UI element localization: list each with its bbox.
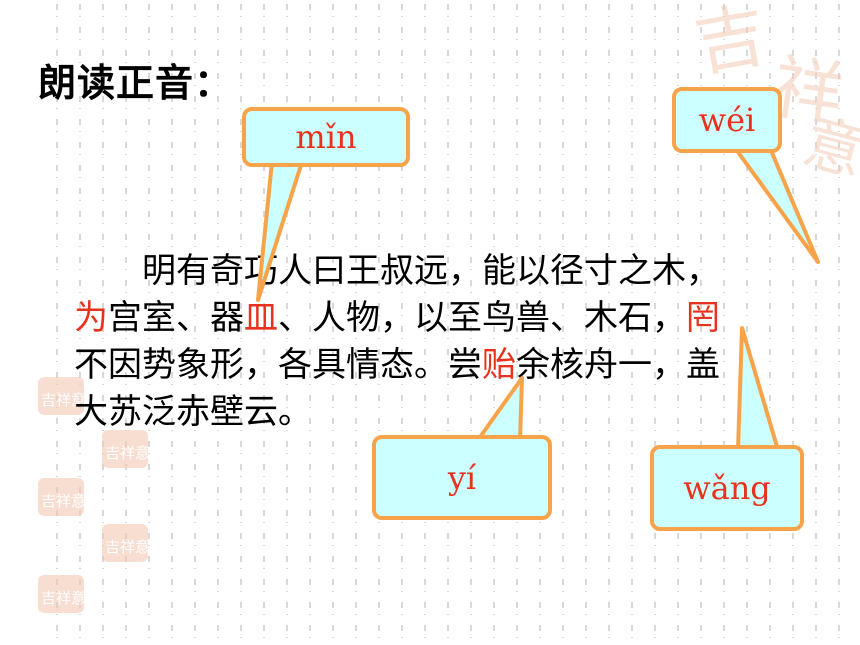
svg-text:吉祥意: 吉祥意: [41, 492, 86, 510]
highlight-char-min: 皿: [244, 298, 278, 338]
passage-line-3: 不因势象形，各具情态。尝贻余核舟一，盖: [74, 342, 814, 389]
passage-text-segment: 、人物，以至鸟兽、木石，: [278, 298, 686, 338]
passage-line-4: 大苏泛赤壁云。: [74, 389, 814, 436]
svg-text:吉祥意: 吉祥意: [41, 391, 86, 409]
passage-line-1: 明有奇巧人曰王叔远，能以径寸之木，: [74, 248, 814, 295]
highlight-char-wei: 为: [74, 298, 108, 338]
pinyin-min: mǐn: [295, 118, 357, 156]
page-title: 朗读正音：: [38, 61, 234, 105]
highlight-char-yi: 贻: [482, 345, 516, 385]
pinyin-callout-min: mǐn: [242, 107, 410, 167]
pinyin-wei: wéi: [698, 101, 756, 139]
passage-text-segment: 宫室、器: [108, 298, 244, 338]
pinyin-callout-wang: wǎng: [650, 445, 804, 531]
highlight-char-wang: 罔: [686, 298, 720, 338]
svg-text:吉祥意: 吉祥意: [105, 538, 150, 556]
passage-line-2: 为宫室、器皿、人物，以至鸟兽、木石，罔: [74, 295, 814, 342]
svg-text:吉祥意: 吉祥意: [41, 589, 86, 607]
passage-text-segment: 余核舟一，盖: [516, 345, 720, 385]
passage-text-segment: 大苏泛赤壁云。: [74, 392, 312, 432]
seal-stamps-left: 吉祥意 吉祥意 吉祥意 吉祥意 吉祥意: [38, 377, 150, 613]
passage-text: 明有奇巧人曰王叔远，能以径寸之木， 为宫室、器皿、人物，以至鸟兽、木石，罔 不因…: [74, 248, 814, 436]
pinyin-yi: yí: [447, 458, 477, 497]
svg-text:吉祥意: 吉祥意: [105, 444, 150, 462]
svg-text:吉: 吉: [689, 0, 772, 87]
pinyin-callout-yi: yí: [372, 435, 552, 520]
passage-text-segment: 明有奇巧人曰王叔远，能以径寸之木，: [142, 251, 720, 291]
passage-text-segment: 不因势象形，各具情态。尝: [74, 345, 482, 385]
pinyin-callout-wei: wéi: [672, 87, 782, 153]
pinyin-wang: wǎng: [683, 469, 771, 507]
